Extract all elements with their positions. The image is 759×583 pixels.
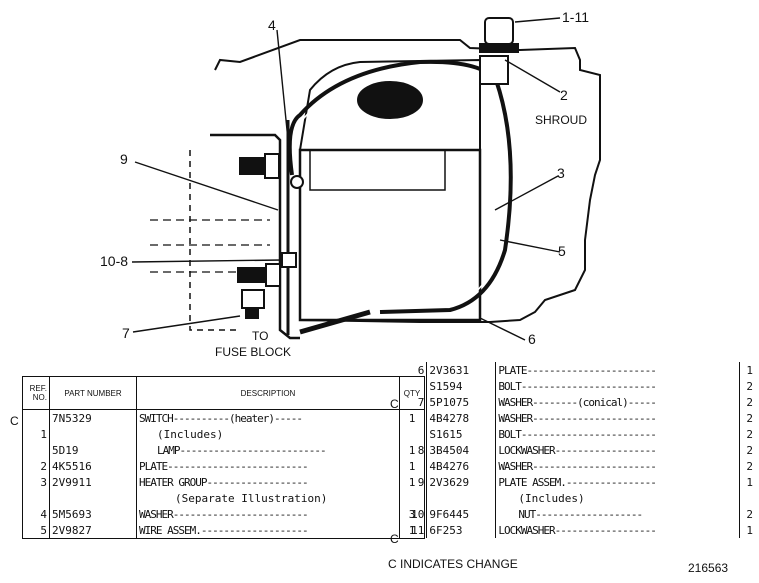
mount-dashed-outline	[189, 150, 240, 331]
callout-9: 9	[120, 151, 128, 167]
switch-plate	[479, 55, 509, 85]
callout-2: 2	[560, 87, 568, 103]
header-qty: QTY	[399, 376, 425, 410]
change-mark-left: C	[10, 414, 19, 428]
fuse-block-label: FUSE BLOCK	[215, 345, 292, 359]
mount-dashed-lines	[150, 219, 270, 273]
table-header-row: REF. NO. PART NUMBER DESCRIPTION QTY	[22, 376, 425, 410]
change-mark-right-2: C	[390, 532, 399, 546]
bracket-plate	[210, 133, 300, 340]
fuse-terminal	[241, 289, 265, 319]
ring-terminal	[290, 175, 304, 189]
change-note: C INDICATES CHANGE	[388, 557, 518, 571]
to-label: TO	[252, 329, 269, 343]
header-part-number: PART NUMBER	[49, 376, 137, 410]
heater-top-oval	[357, 81, 423, 119]
figure-number: 216563	[688, 561, 729, 575]
callout-10-8: 10-8	[100, 253, 129, 269]
table-row: (Includes)	[405, 490, 759, 506]
shroud-outline	[214, 39, 601, 323]
lower-bolt	[237, 263, 281, 287]
upper-bolt	[239, 153, 280, 179]
callout-6: 6	[528, 331, 536, 347]
callout-5: 5	[558, 243, 566, 259]
header-ref-no: REF. NO.	[22, 376, 50, 410]
switch-base	[479, 43, 519, 53]
change-mark-right-1: C	[390, 397, 399, 411]
callout-1-11: 1-11	[562, 9, 589, 25]
heater-top	[299, 58, 481, 151]
callout-3: 3	[557, 165, 565, 181]
wire-connector	[299, 309, 371, 335]
nut-10-8	[281, 252, 297, 268]
heater-inner-panel	[309, 149, 446, 191]
table-row: 1(Includes)	[23, 426, 425, 442]
callout-4: 4	[268, 17, 276, 33]
switch-knob	[484, 17, 514, 45]
parts-table-left: REF. NO. PART NUMBER DESCRIPTION QTY 7N5…	[22, 376, 425, 539]
table-row: (Separate Illustration)	[23, 490, 425, 506]
callout-7: 7	[122, 325, 130, 341]
header-description: DESCRIPTION	[136, 376, 400, 410]
leader-lines	[131, 17, 561, 341]
shroud-label: SHROUD	[535, 113, 588, 127]
heater-body	[298, 148, 482, 322]
